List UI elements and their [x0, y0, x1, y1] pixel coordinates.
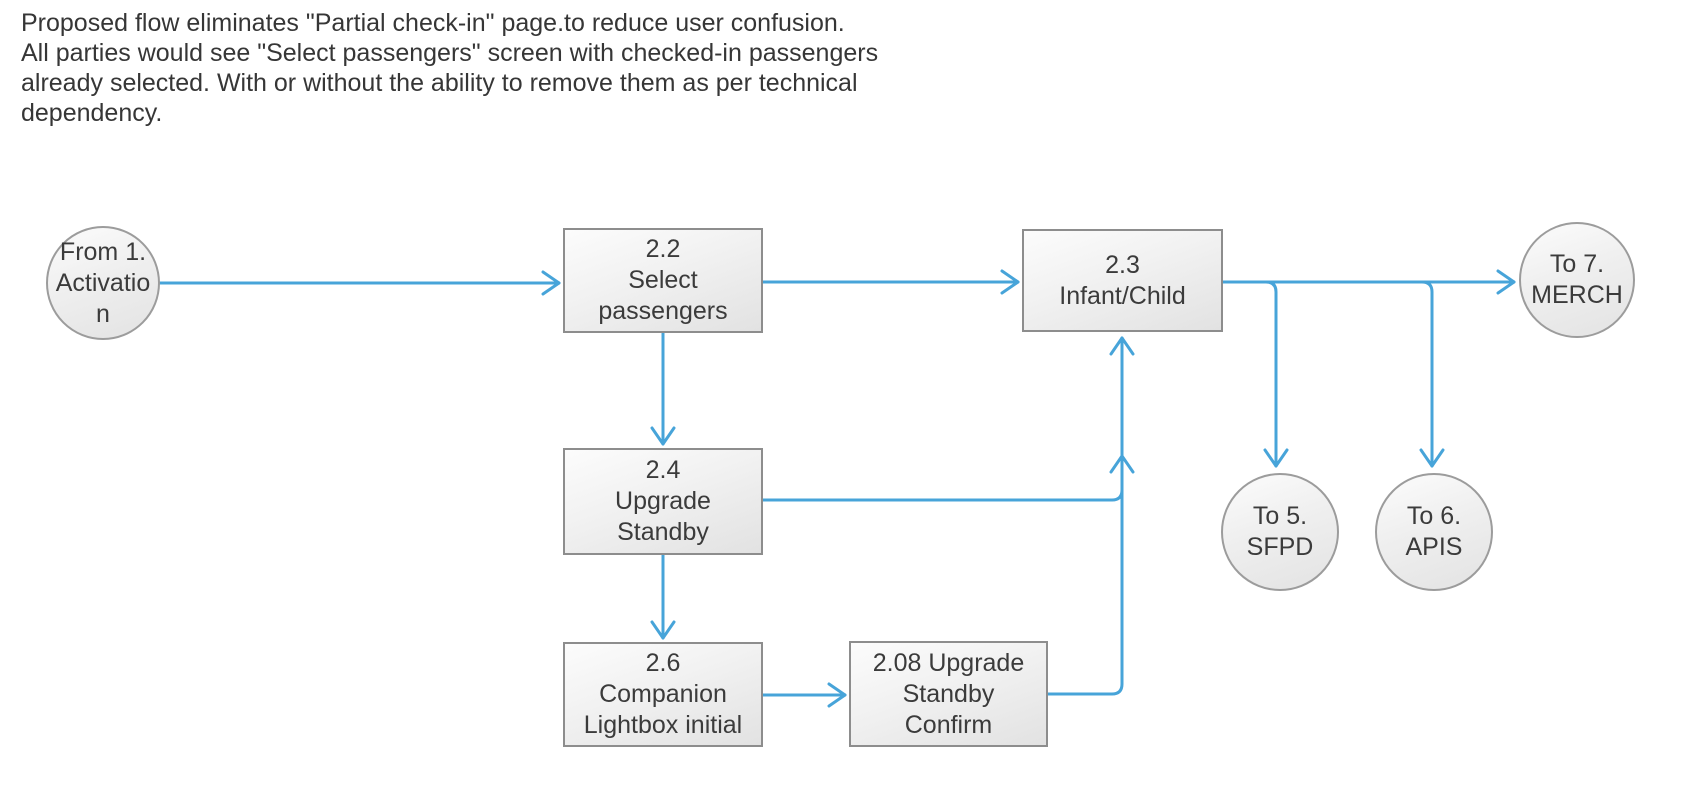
node-from-1-activation: From 1. Activatio n: [46, 226, 160, 340]
node-2-3-infant-child: 2.3 Infant/Child: [1022, 229, 1223, 332]
node-to-6-apis: To 6. APIS: [1375, 473, 1493, 591]
node-2-4-upgrade-standby: 2.4 Upgrade Standby: [563, 448, 763, 555]
node-label: To 6. APIS: [1405, 502, 1463, 561]
node-2-08-upgrade-standby-confirm: 2.08 Upgrade Standby Confirm: [849, 641, 1048, 747]
node-to-5-sfpd: To 5. SFPD: [1221, 473, 1339, 591]
edge-upgrade-standby-to-infant-child: [761, 454, 1135, 502]
node-label: 2.08 Upgrade Standby Confirm: [872, 648, 1025, 739]
edge-upgrade-standby-confirm-to-infant-child: [1046, 336, 1135, 696]
node-to-7-merch: To 7. MERCH: [1519, 222, 1635, 338]
node-label: From 1. Activatio n: [55, 237, 151, 328]
node-2-2-select-passengers: 2.2 Select passengers: [563, 228, 763, 333]
node-2-6-companion-lightbox-initial: 2.6 Companion Lightbox initial: [563, 642, 763, 747]
node-label: 2.4 Upgrade Standby: [615, 456, 711, 546]
node-label: To 5. SFPD: [1246, 502, 1314, 561]
node-label: 2.6 Companion Lightbox initial: [583, 649, 743, 739]
node-label: 2.2 Select passengers: [598, 235, 728, 325]
description-text: Proposed flow eliminates "Partial check-…: [21, 9, 879, 127]
edge-infant-child-to-sfpd: [1221, 280, 1289, 468]
node-label: To 7. MERCH: [1531, 250, 1623, 309]
edge-infant-child-to-apis: [1221, 280, 1445, 468]
node-label: 2.3 Infant/Child: [1059, 250, 1186, 310]
